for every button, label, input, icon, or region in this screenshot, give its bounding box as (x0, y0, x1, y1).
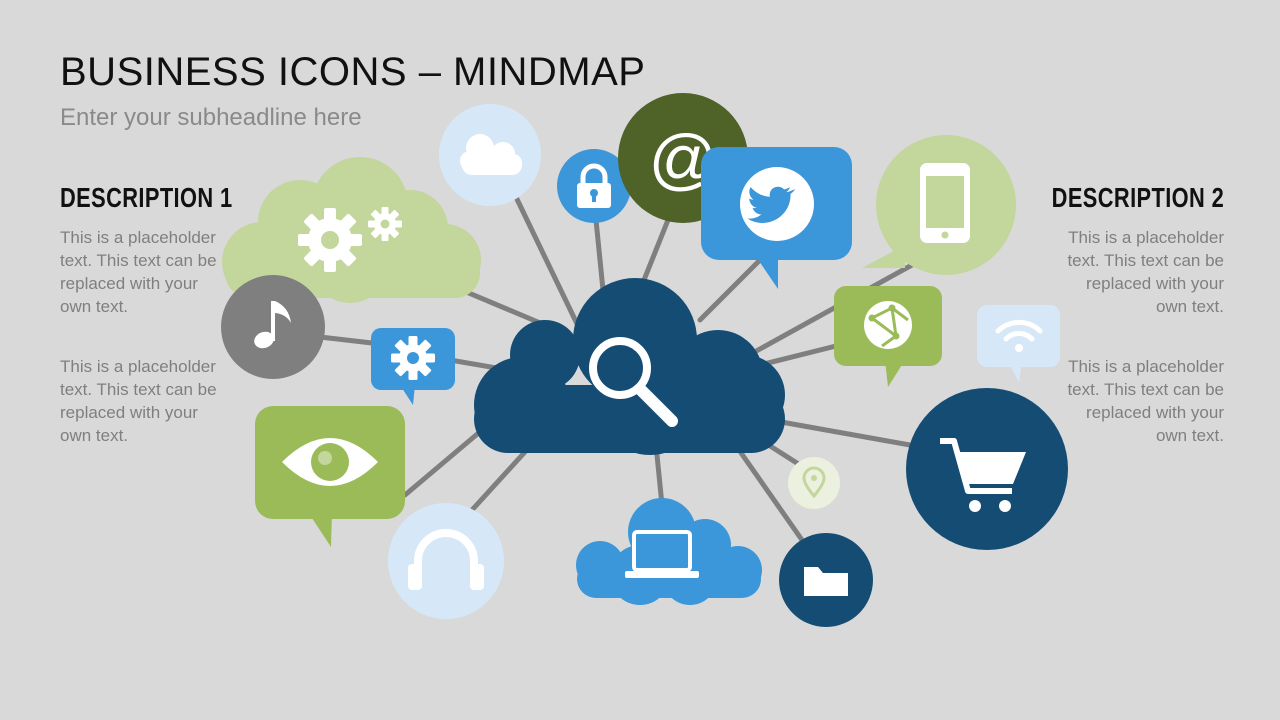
gear-icon (371, 328, 455, 405)
description-2-heading: DESCRIPTION 2 (1051, 182, 1224, 213)
search-icon (474, 278, 785, 455)
folder-icon (779, 533, 873, 627)
lock-icon (557, 149, 631, 223)
description-1-paragraph-1: This is a placeholder text. This text ca… (60, 228, 217, 316)
page-title: BUSINESS ICONS – MINDMAP (60, 50, 646, 94)
page-subtitle: Enter your subheadline here (60, 104, 362, 131)
shopping-cart-icon (906, 388, 1068, 550)
cloud-icon (439, 104, 541, 206)
map-pin-icon (788, 457, 840, 509)
laptop-icon (576, 498, 762, 605)
globe-icon (834, 286, 942, 387)
description-2-paragraph-2: This is a placeholder text. This text ca… (1067, 357, 1224, 445)
description-1-heading: DESCRIPTION 1 (60, 182, 233, 213)
twitter-icon (701, 147, 852, 289)
music-note-icon (221, 275, 325, 379)
eye-icon (255, 406, 405, 547)
description-2-paragraph-1: This is a placeholder text. This text ca… (1067, 228, 1224, 316)
smartphone-icon (862, 135, 1016, 275)
wifi-icon (977, 305, 1060, 382)
description-1-paragraph-2: This is a placeholder text. This text ca… (60, 357, 217, 445)
headphones-icon (388, 503, 504, 619)
